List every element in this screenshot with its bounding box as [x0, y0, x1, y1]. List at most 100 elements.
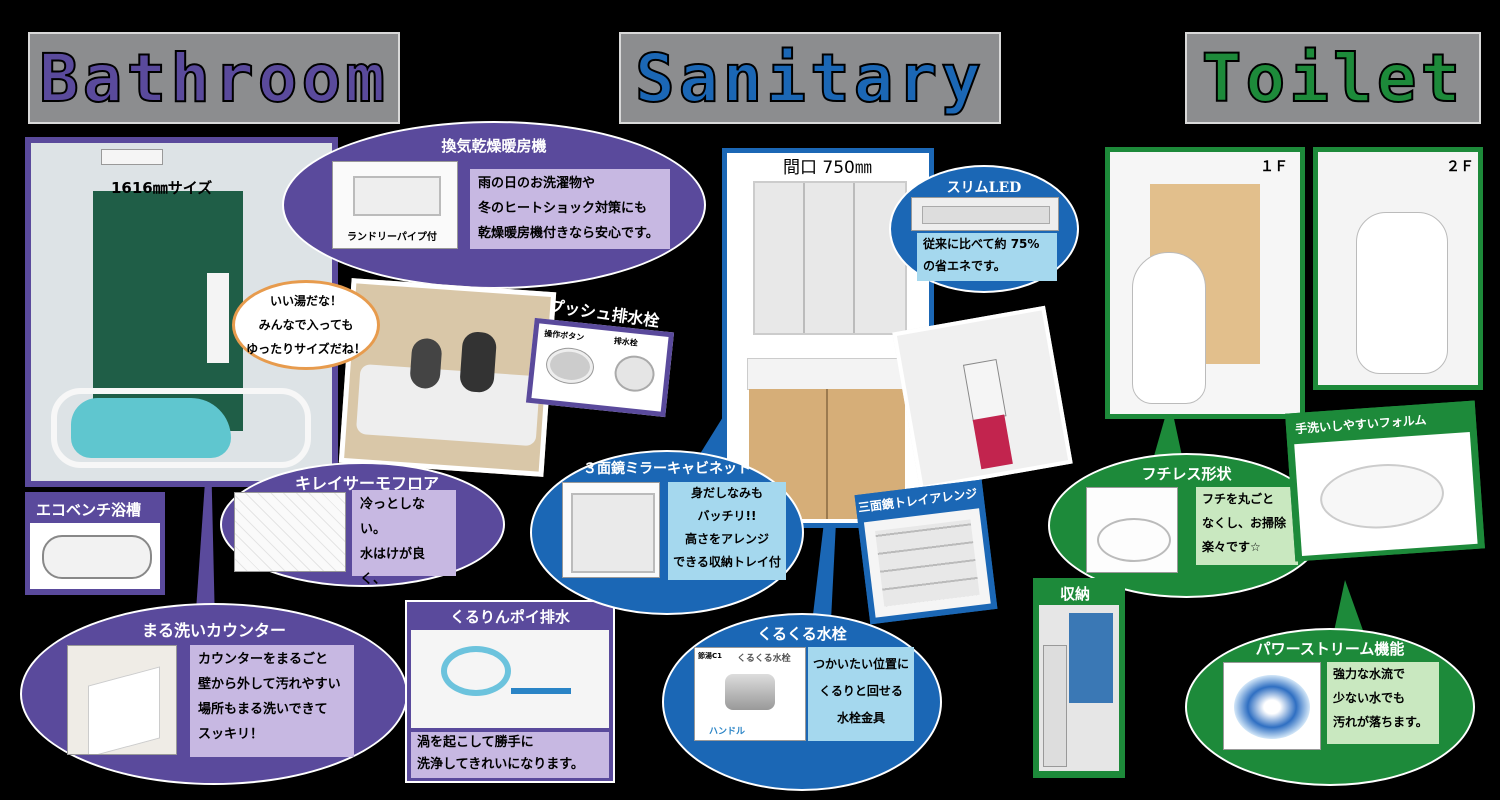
push-left-label: 操作ボタン	[543, 329, 585, 343]
faucet-title: くるくる水栓	[757, 625, 847, 643]
eco-bench-title: エコベンチ浴槽	[36, 501, 142, 519]
dryer-title: 換気乾燥暖房機	[441, 137, 547, 155]
mirror-title: ３面鏡ミラーキャビネット	[583, 461, 751, 477]
drain-text-1: 渦を起こして勝手に	[417, 735, 534, 750]
mirror-textbox: 身だしなみも バッチリ!! 高さをアレンジ できる収納トレイ付	[668, 482, 786, 580]
power-text-3: 汚れが落ちます。	[1333, 715, 1428, 729]
storage-shelf	[1069, 613, 1113, 703]
vanity-mirror	[753, 181, 907, 335]
storage-card: 収納	[1033, 578, 1125, 778]
counter-title: まる洗いカウンター	[141, 621, 286, 640]
bath-size-label: 1616㎜サイズ	[111, 179, 213, 197]
tray-card: 三面鏡トレイアレンジ	[854, 479, 998, 625]
header-toilet: Toilet	[1185, 32, 1481, 124]
counter-text-2: 壁から外して汚れやすい	[198, 677, 341, 692]
push-drain-card: 操作ボタン 排水栓	[525, 317, 675, 418]
floor-ellipse: キレイサーモフロア 冷っとしない。 水はけが良く、 すべりにくい。	[220, 462, 505, 637]
led-text-1: 従来に比べて約 75%	[923, 237, 1040, 251]
handwash-title: 手洗いしやすいフォルム	[1294, 412, 1427, 437]
faucet-photo-top: くるくる水栓	[737, 654, 791, 664]
faucet-text-1: つかいたい位置に	[812, 657, 909, 671]
power-text-1: 強力な水流で	[1333, 667, 1406, 681]
rimless-textbox: フチを丸ごと なくし、お掃除 楽々です☆	[1196, 487, 1298, 565]
power-photo	[1223, 662, 1321, 750]
mirror-text-3: 高さをアレンジ	[684, 532, 769, 546]
header-sanitary: Sanitary	[619, 32, 1001, 124]
dryer-text-1: 雨の日のお洗濯物や	[478, 176, 596, 191]
counter-text-1: カウンターをまるごと	[198, 652, 329, 667]
led-text-2: の省エネです。	[923, 259, 1006, 273]
child-2	[459, 330, 498, 394]
speech-bubble: いい湯だな！ みんなで入っても ゆったりサイズだね！	[232, 280, 380, 370]
toilet-1f-photo: １Ｆ	[1105, 147, 1305, 419]
floor-text-1: 冷っとしない。	[360, 497, 426, 537]
toilet-1f-label: １Ｆ	[1260, 159, 1288, 175]
faucet-textbox: つかいたい位置に くるりと回せる 水栓金具	[808, 647, 914, 741]
push-right-label: 排水栓	[613, 336, 639, 348]
storage-title: 収納	[1060, 585, 1091, 603]
speech-line-3: ゆったりサイズだね！	[246, 342, 366, 356]
bath-tub-rim	[51, 388, 311, 468]
toilet-2f-photo: ２Ｆ	[1313, 147, 1483, 390]
connector-rimless	[1150, 400, 1185, 470]
toilet-2f-bowl	[1356, 212, 1448, 374]
floor-photo	[234, 492, 346, 572]
vanity-width-label: 間口 750㎜	[783, 158, 872, 178]
handwash-basin	[1317, 459, 1447, 533]
child-1	[409, 337, 443, 390]
drain-title: くるりんポイ排水	[450, 608, 570, 626]
floor-title: キレイサーモフロア	[294, 474, 439, 493]
dryer-ellipse: 換気乾燥暖房機 ランドリーパイプ付 雨の日のお洗濯物や 冬のヒートショック対策に…	[282, 121, 706, 289]
header-sanitary-text: Sanitary	[634, 39, 985, 118]
faucet-text-3: 水栓金具	[836, 711, 885, 725]
eco-bench-card: エコベンチ浴槽	[25, 492, 165, 595]
led-photo	[911, 197, 1059, 231]
bath-panel	[207, 273, 229, 363]
mirror-text-4: できる収納トレイ付	[673, 555, 781, 569]
rimless-text-3: 楽々です☆	[1202, 540, 1261, 554]
drain-swirl-icon	[441, 646, 511, 696]
bath-fan	[101, 149, 163, 165]
mirror-text-1: 身だしなみも	[690, 486, 763, 500]
girl-photo	[892, 305, 1073, 491]
mirror-ellipse: ３面鏡ミラーキャビネット 身だしなみも バッチリ!! 高さをアレンジ できる収納…	[530, 450, 804, 615]
bath-tub-water	[71, 398, 231, 458]
speech-line-2: みんなで入っても	[258, 318, 354, 332]
dryer-photo: ランドリーパイプ付	[332, 161, 458, 249]
speech-line-1: いい湯だな！	[269, 294, 342, 308]
faucet-photo-badge: 節湯C1	[698, 652, 723, 660]
floor-textbox: 冷っとしない。 水はけが良く、 すべりにくい。	[352, 490, 456, 637]
power-title: パワーストリーム機能	[1255, 640, 1405, 658]
counter-text-4: スッキリ！	[198, 727, 264, 742]
dryer-photo-caption: ランドリーパイプ付	[347, 232, 437, 243]
dryer-textbox: 雨の日のお洗濯物や 冬のヒートショック対策にも 乾燥暖房機付きなら安心です。	[470, 169, 670, 249]
floor-text-2: 水はけが良く、	[360, 547, 426, 587]
led-title: スリムLED	[946, 180, 1022, 196]
power-swirl-icon	[1234, 675, 1310, 739]
drain-textbox: 渦を起こして勝手に 洗浄してきれいになります。	[411, 732, 609, 778]
mirror-text-2: バッチリ!!	[697, 509, 757, 523]
counter-ellipse: まる洗いカウンター カウンターをまるごと 壁から外して汚れやすい 場所もまる洗い…	[20, 603, 408, 785]
faucet-icon	[725, 674, 775, 710]
counter-photo	[67, 645, 177, 755]
counter-textbox: カウンターをまるごと 壁から外して汚れやすい 場所もまる洗いできて スッキリ！	[190, 645, 354, 757]
header-bathroom: Bathroom	[28, 32, 400, 124]
faucet-photo-bottom: ハンドル	[709, 727, 746, 737]
rimless-photo	[1086, 487, 1178, 573]
toilet-1f-bowl	[1132, 252, 1206, 404]
handwash-card: 手洗いしやすいフォルム	[1285, 400, 1485, 562]
header-bathroom-text: Bathroom	[38, 39, 389, 118]
led-ellipse: スリムLED 従来に比べて約 75% の省エネです。	[889, 165, 1079, 293]
faucet-text-2: くるりと回せる	[819, 684, 903, 698]
counter-text-3: 場所もまる洗いできて	[198, 702, 328, 717]
drain-card: くるりんポイ排水 渦を起こして勝手に 洗浄してきれいになります。	[405, 600, 615, 783]
push-button-icon	[545, 346, 595, 386]
power-textbox: 強力な水流で 少ない水でも 汚れが落ちます。	[1327, 662, 1439, 744]
eco-tub-shape	[42, 535, 152, 579]
rimless-ellipse: フチレス形状 フチを丸ごと なくし、お掃除 楽々です☆	[1048, 453, 1325, 598]
vanity-sink	[747, 358, 909, 390]
dryer-text-3: 乾燥暖房機付きなら安心です。	[478, 226, 659, 241]
faucet-photo: 節湯C1 くるくる水栓 ハンドル	[694, 647, 806, 741]
rimless-text-1: フチを丸ごと	[1202, 492, 1275, 506]
led-textbox: 従来に比べて約 75% の省エネです。	[917, 233, 1057, 281]
